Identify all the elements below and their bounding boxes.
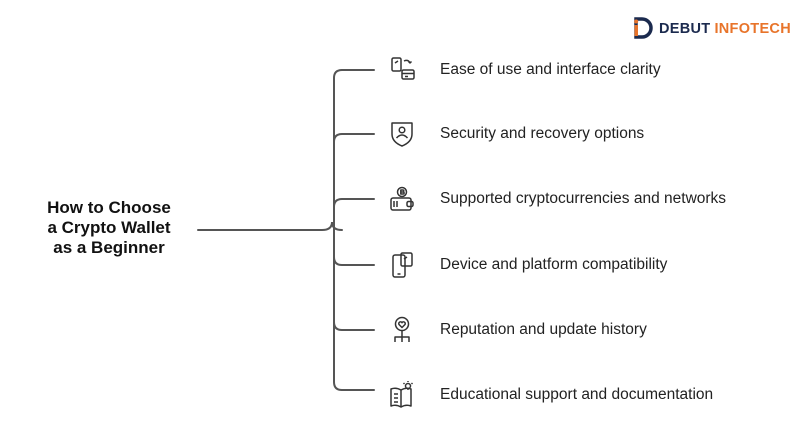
branch-4 (333, 256, 375, 266)
item-label: Supported cryptocurrencies and networks (440, 190, 727, 207)
item-compatibility: Device and platform compatibility (384, 249, 667, 281)
item-label: Device and platform compatibility (440, 256, 668, 273)
book-idea-icon (384, 379, 420, 411)
devices-icon (384, 249, 420, 281)
title-line-3: as a Beginner (53, 238, 165, 257)
item-label: Ease of use and interface clarity (440, 61, 661, 78)
item-reputation: Reputation and update history (384, 314, 647, 346)
title-line-2: a Crypto Wallet (47, 218, 171, 237)
brand-name-part1: DEBUT (659, 20, 711, 37)
item-label: Reputation and update history (440, 321, 647, 338)
item-label: Educational support and documentation (440, 386, 714, 403)
interface-icon (384, 54, 420, 86)
root-connector (197, 221, 343, 231)
debut-logo-icon (634, 17, 653, 39)
diagram-title: How to Choose a Crypto Wallet as a Begin… (20, 198, 198, 258)
branch-2 (333, 133, 375, 143)
vertical-trunk (333, 69, 343, 391)
title-line-1: How to Choose (47, 198, 171, 217)
reputation-icon (384, 314, 420, 346)
item-label: Security and recovery options (440, 125, 645, 142)
branch-3 (333, 198, 375, 208)
crypto-wallet-icon (384, 183, 420, 215)
item-educational-support: Educational support and documentation (384, 379, 713, 411)
item-ease-of-use: Ease of use and interface clarity (384, 54, 661, 86)
item-cryptocurrencies: Supported cryptocurrencies and networks (384, 183, 726, 215)
branch-5 (333, 321, 375, 331)
brand-name-part2: INFOTECH (714, 20, 791, 37)
shield-icon (384, 118, 420, 150)
item-security: Security and recovery options (384, 118, 644, 150)
